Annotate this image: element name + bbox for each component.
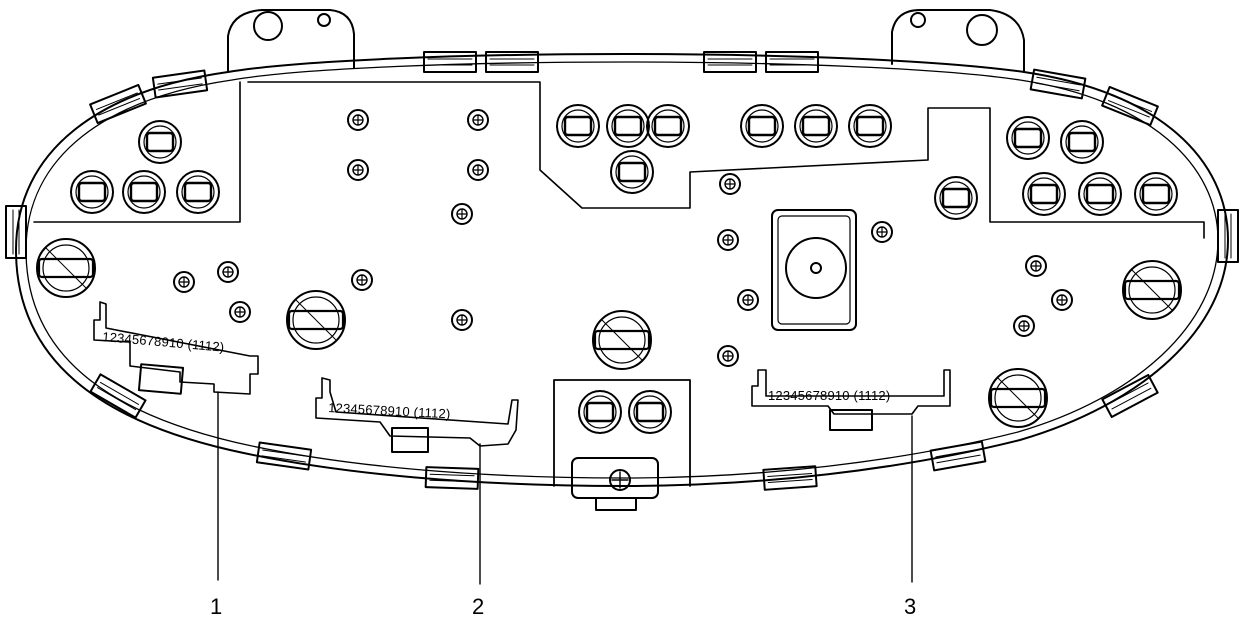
screw xyxy=(871,221,893,243)
circuit-board-outline xyxy=(247,81,1205,239)
large-bulb-socket xyxy=(286,290,346,350)
connector-3-pin-label: 12345678910 (1112) xyxy=(768,388,890,403)
bulb-socket xyxy=(740,104,784,148)
screw xyxy=(347,159,369,181)
screw xyxy=(467,109,489,131)
buzzer xyxy=(771,209,857,331)
housing-clip xyxy=(89,83,147,125)
circuit-board-left-edge xyxy=(33,81,241,223)
connector-2: 12345678910 (1112) xyxy=(315,377,519,453)
bulb-socket xyxy=(122,170,166,214)
housing-clip xyxy=(89,373,147,419)
bulb-socket xyxy=(606,104,650,148)
housing-clip xyxy=(765,51,819,73)
screw xyxy=(1025,255,1047,277)
housing-clip xyxy=(423,51,477,73)
screw xyxy=(217,261,239,283)
bulb-socket xyxy=(138,120,182,164)
screw xyxy=(173,271,195,293)
bulb-socket xyxy=(70,170,114,214)
connector-2-pin-label: 12345678910 (1112) xyxy=(328,400,451,421)
callout-2: 2 xyxy=(472,594,484,619)
screw xyxy=(1013,315,1035,337)
screw xyxy=(451,309,473,331)
bulb-socket xyxy=(1134,172,1178,216)
housing-clip xyxy=(1101,85,1159,127)
large-bulb-socket xyxy=(36,238,96,298)
housing-clip xyxy=(929,440,987,472)
housing-clip xyxy=(762,465,818,491)
bulb-sockets xyxy=(70,104,1178,434)
leader-lines xyxy=(217,391,913,585)
bulb-socket xyxy=(610,150,654,194)
housing-clip xyxy=(1217,209,1239,263)
bulb-socket xyxy=(848,104,892,148)
bulb-socket xyxy=(628,390,672,434)
housing-clip xyxy=(1029,68,1087,100)
mounting-ear-left xyxy=(227,9,355,73)
bulb-socket xyxy=(1006,116,1050,160)
screw xyxy=(347,109,369,131)
housing-clip xyxy=(1101,373,1159,419)
bulb-socket xyxy=(646,104,690,148)
screw xyxy=(1051,289,1073,311)
large-bulb-sockets xyxy=(36,238,1182,428)
callout-1: 1 xyxy=(210,594,222,619)
large-bulb-socket xyxy=(988,368,1048,428)
bulb-socket xyxy=(794,104,838,148)
housing-clips xyxy=(5,51,1239,491)
screw xyxy=(737,289,759,311)
screw xyxy=(719,173,741,195)
mounting-ear-right xyxy=(891,9,1025,73)
screw xyxy=(351,269,373,291)
housing-clip xyxy=(424,466,480,490)
mounting-screws xyxy=(173,109,1073,367)
bulb-socket xyxy=(1022,172,1066,216)
screw xyxy=(467,159,489,181)
connector-1-pin-label: 12345678910 (1112) xyxy=(102,329,225,355)
bulb-socket xyxy=(578,390,622,434)
bulb-socket xyxy=(934,176,978,220)
screw xyxy=(717,229,739,251)
bulb-socket xyxy=(1078,172,1122,216)
housing-clip xyxy=(485,51,539,73)
housing-clip xyxy=(151,69,209,99)
housing-clip xyxy=(5,205,27,259)
housing-clip xyxy=(703,51,757,73)
lower-bracket xyxy=(553,379,691,511)
cluster-housing xyxy=(15,53,1229,487)
housing-clip xyxy=(255,441,313,471)
callout-3: 3 xyxy=(904,594,916,619)
connector-1: 12345678910 (1112) xyxy=(93,301,259,395)
large-bulb-socket xyxy=(1122,260,1182,320)
bulb-socket xyxy=(176,170,220,214)
large-bulb-socket xyxy=(592,310,652,370)
screw xyxy=(451,203,473,225)
connector-3: 12345678910 (1112) xyxy=(751,369,951,431)
screw xyxy=(229,301,251,323)
bulb-socket xyxy=(1060,120,1104,164)
screw xyxy=(717,345,739,367)
bulb-socket xyxy=(556,104,600,148)
